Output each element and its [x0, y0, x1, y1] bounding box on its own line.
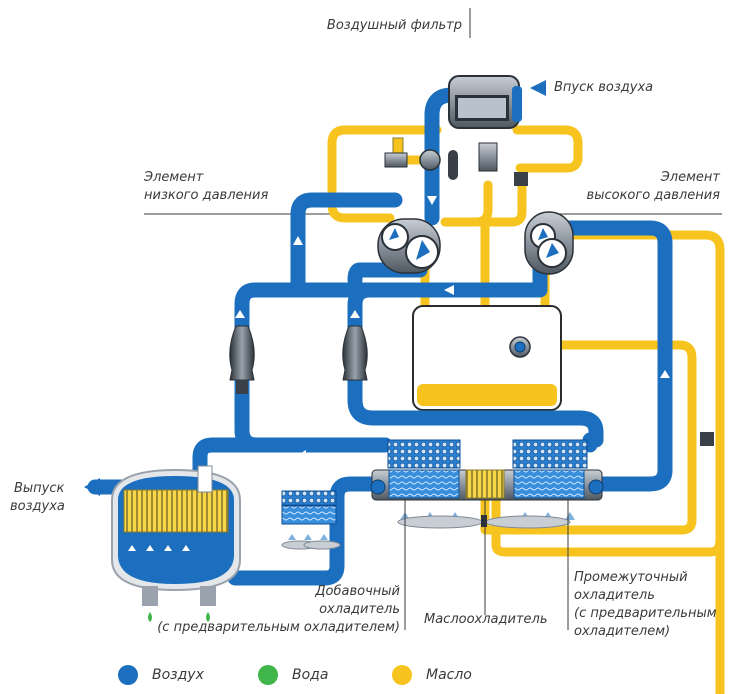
legend-water: Вода — [258, 665, 328, 685]
intercooler-label-line4: охладителем) — [574, 624, 671, 639]
main-cooler-block — [370, 439, 604, 501]
intercooler-label-line1: Промежуточный — [574, 570, 688, 585]
legend-air: Воздух — [118, 665, 204, 685]
low-pressure-label-line1: Элемент — [144, 170, 204, 185]
legend-water-label: Вода — [292, 667, 329, 683]
water-separator-left — [229, 325, 255, 394]
intercooler-label-line3: (с предварительным — [574, 606, 717, 621]
low-pressure-label-line2: низкого давления — [144, 188, 269, 203]
aftercooler-unit — [281, 490, 341, 550]
oil-dot-icon — [392, 665, 412, 685]
cooling-fan-icon — [397, 515, 571, 529]
legend-oil: Масло — [392, 665, 472, 685]
oil-cooler-label: Маслоохладитель — [424, 612, 548, 627]
oil-level — [417, 384, 557, 406]
intercooler-label-line2: охладитель — [574, 588, 655, 603]
high-pressure-label-line2: высокого давления — [586, 188, 720, 203]
air-outlet-label-line2: воздуха — [10, 499, 65, 514]
air-dot-icon — [118, 665, 138, 685]
high-pressure-label-line1: Элемент — [660, 170, 720, 185]
aftercooler-label-line1: Добавочный — [315, 584, 400, 599]
thermostatic-valve — [478, 142, 528, 186]
intake-valve — [384, 137, 458, 180]
legend-air-label: Воздух — [152, 667, 204, 683]
low-pressure-element — [377, 218, 441, 274]
aftercooler-label-line2: охладитель — [319, 602, 400, 617]
legend-oil-label: Масло — [426, 667, 472, 683]
air-outlet-label-line1: Выпуск — [14, 481, 65, 496]
water-dot-icon — [258, 665, 278, 685]
high-pressure-element — [524, 211, 574, 275]
air-outlet-arrow — [84, 478, 100, 496]
aftercooler-label-line3: (с предварительным охладителем) — [157, 620, 400, 635]
water-separator-right — [342, 325, 368, 381]
air-intake-label: Впуск воздуха — [554, 80, 654, 95]
air-intake-arrow — [530, 80, 546, 96]
air-dryer-tank — [111, 465, 241, 622]
oil-filter-icon — [700, 432, 714, 446]
air-filter — [448, 75, 522, 129]
air-filter-label: Воздушный фильтр — [326, 18, 462, 33]
flow-arrows — [235, 196, 670, 460]
